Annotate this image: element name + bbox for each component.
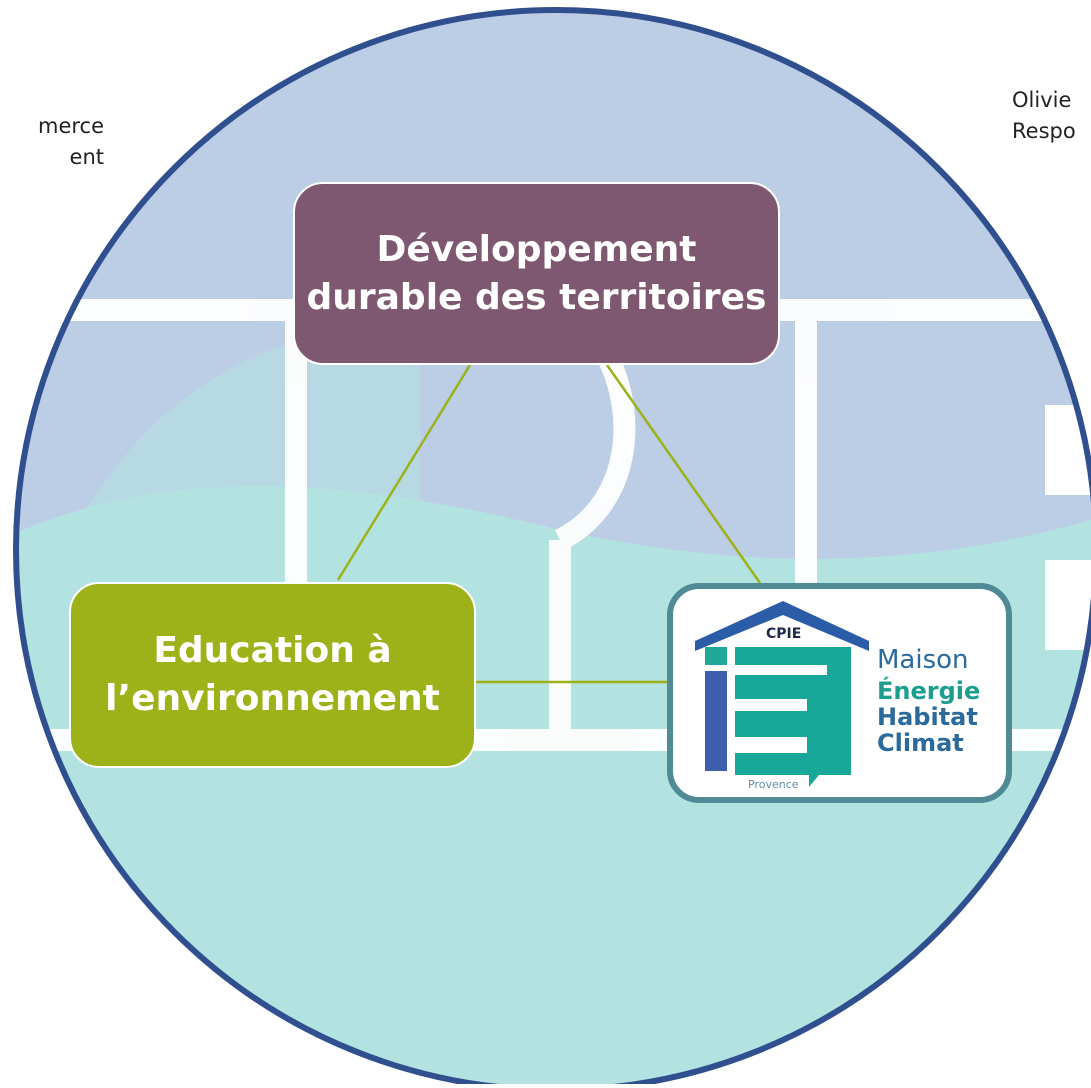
right-text-line1: Olivie [1012,88,1072,112]
left-text-line1: merce [37,114,104,138]
cpie-logo-box: CPIE Maison Énergie Habitat Climat Prove… [667,583,1012,803]
connector-dev-edu [336,364,472,581]
left-text-line2: ent [69,145,104,169]
logo-habitat-text: Habitat [877,703,978,731]
white-block-lower [1045,560,1091,650]
logo-maison-text: Maison [877,645,969,675]
circle-border [13,7,1091,1088]
connector-dev-logo [605,364,762,584]
logo-cpie-text: CPIE [766,626,802,642]
development-box-line2: durable des territoires [306,276,767,318]
development-box: Développement durable des territoires [293,182,780,365]
education-box-line1: Education à [153,630,392,671]
logo-climat-text: Climat [877,729,964,757]
right-text-line2: Respo [1012,119,1076,143]
cpie-logo-icon [695,601,869,787]
logo-provence-text: Provence [748,778,799,791]
education-box: Education à l’environnement [69,582,476,768]
logo-energie-text: Énergie [877,677,981,705]
left-cropped-text: merce ent [0,111,104,173]
development-box-line1: Développement [376,228,697,270]
education-box-line2: l’environnement [105,678,440,719]
